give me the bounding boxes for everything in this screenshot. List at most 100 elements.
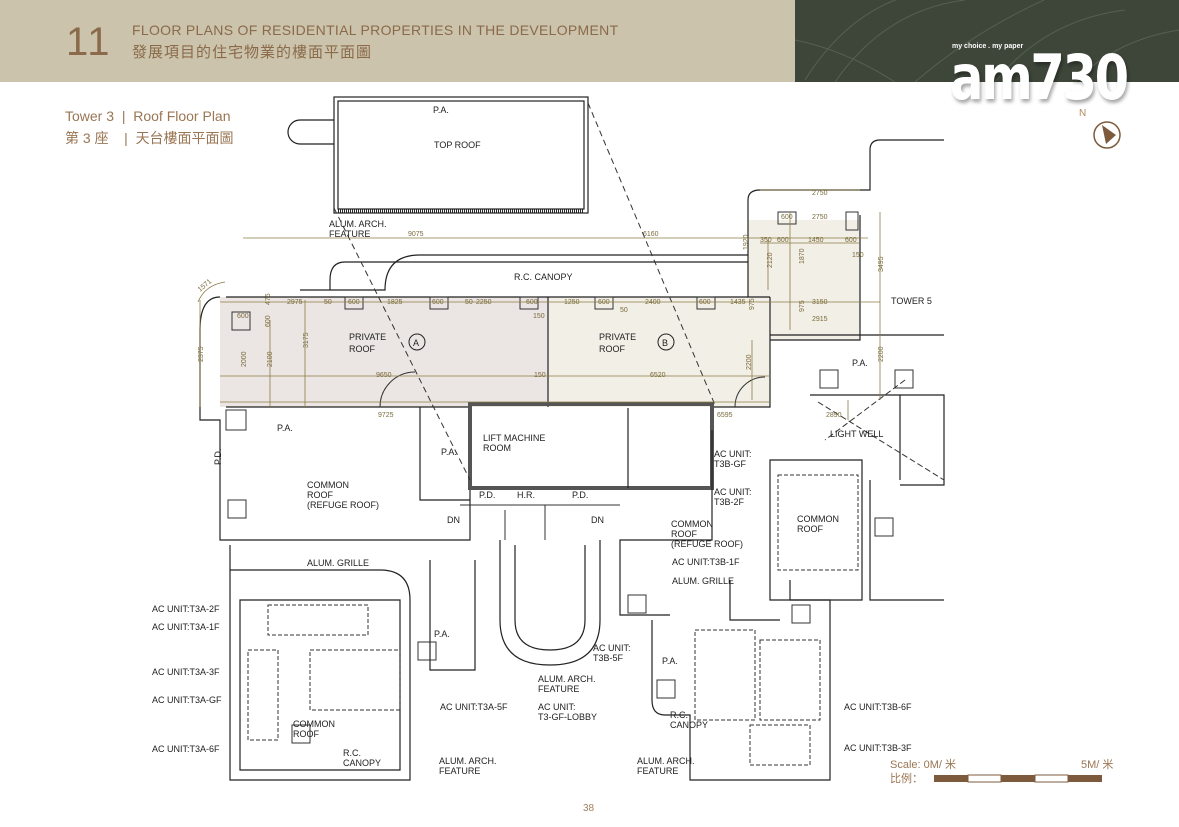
dim: 2200 <box>878 346 885 362</box>
label: ROOF <box>797 524 824 534</box>
label: (REFUGE ROOF) <box>671 539 743 549</box>
label: AC UNIT: <box>714 449 752 459</box>
section-number: 11 <box>66 20 112 64</box>
label: ROOF <box>307 490 334 500</box>
label: AC UNIT: <box>538 702 576 712</box>
dim: 2120 <box>767 252 774 268</box>
plan-labels: P.A. TOP ROOF ALUM. ARCH. FEATURE R.C. C… <box>152 105 932 776</box>
label: H.R. <box>517 490 535 500</box>
dim: 600 <box>348 299 360 306</box>
header-band <box>0 0 795 82</box>
am730-logo: am730 <box>950 41 1129 114</box>
label: P.A. <box>277 423 293 433</box>
label: T3B-5F <box>593 653 624 663</box>
label: P.A. <box>433 105 449 115</box>
label: AC UNIT:T3B-6F <box>844 702 912 712</box>
scale-segment <box>1068 775 1102 782</box>
dim: 6520 <box>650 372 666 379</box>
north-label: N <box>1079 108 1087 119</box>
label: P.A. <box>441 447 457 457</box>
dim: 50 <box>620 307 628 314</box>
label: ROOM <box>483 443 511 453</box>
dim: 3495 <box>878 256 885 272</box>
dim: 2750 <box>812 214 828 221</box>
dim: 6160 <box>643 231 659 238</box>
label: ALUM. ARCH. <box>329 219 387 229</box>
subtitle-en: Tower 3 | Roof Floor Plan <box>65 108 231 124</box>
logo-tagline: my choice . my paper <box>952 43 1024 50</box>
dim: 2200 <box>746 354 753 370</box>
dim: 1920 <box>743 234 750 250</box>
label: T3B-GF <box>714 459 747 469</box>
dim: 2375 <box>198 346 205 362</box>
label: COMMON <box>671 519 713 529</box>
dim: 6595 <box>717 412 733 419</box>
dim: 2250 <box>476 299 492 306</box>
dim: 600 <box>845 237 857 244</box>
label: ALUM. ARCH. <box>637 756 695 766</box>
label: (REFUGE ROOF) <box>307 500 379 510</box>
label: COMMON <box>797 514 839 524</box>
scale-end-label: 5M/ 米 <box>1081 759 1114 771</box>
dim: 975 <box>749 298 756 310</box>
label: AC UNIT:T3A-3F <box>152 667 220 677</box>
label: COMMON <box>293 719 335 729</box>
label: AC UNIT: <box>593 643 631 653</box>
dim: 150 <box>533 313 545 320</box>
label: P.D. <box>213 449 223 465</box>
dim: 9075 <box>408 231 424 238</box>
label: LIGHT WELL <box>830 429 883 439</box>
unit-a-marker: A <box>413 338 419 348</box>
label: R.C. CANOPY <box>514 272 573 282</box>
label: ALUM. ARCH. <box>538 674 596 684</box>
dim: 50 <box>324 299 332 306</box>
label: FEATURE <box>637 766 678 776</box>
label: ALUM. ARCH. <box>439 756 497 766</box>
dim: 475 <box>265 293 272 305</box>
label: TOWER 5 <box>891 296 932 306</box>
label: P.A. <box>662 656 678 666</box>
label: CANOPY <box>670 720 708 730</box>
dim: 9725 <box>378 412 394 419</box>
label: CANOPY <box>343 758 381 768</box>
label: COMMON <box>307 480 349 490</box>
dim: 1435 <box>730 299 746 306</box>
label: T3B-2F <box>714 497 745 507</box>
dim: 350 <box>760 237 772 244</box>
scale-label: Scale: 0M/ 米 <box>890 759 957 771</box>
plan-zh: 天台樓面平面圖 <box>135 130 234 146</box>
leaf-pattern <box>795 0 1179 82</box>
label: P.D. <box>479 490 495 500</box>
dim: 1250 <box>564 299 580 306</box>
dim: 600 <box>598 299 610 306</box>
dim: 600 <box>526 299 538 306</box>
dim: 150 <box>852 252 864 259</box>
section-title-zh: 發展項目的住宅物業的樓面平面圖 <box>132 44 373 61</box>
label: DN <box>591 515 604 525</box>
page-number: 38 <box>583 803 595 814</box>
tower-en: Tower 3 <box>65 108 115 124</box>
dim: 2890 <box>826 412 842 419</box>
sep: | <box>121 108 126 124</box>
subtitle-zh: 第 3 座 | 天台樓面平面圖 <box>65 128 234 148</box>
label: P.D. <box>572 490 588 500</box>
plan-en: Roof Floor Plan <box>133 108 231 124</box>
label: T3-GF-LOBBY <box>538 712 597 722</box>
dim: 50 <box>465 299 473 306</box>
dim: 9650 <box>376 372 392 379</box>
scale-bar <box>934 774 1102 783</box>
dim: 2100 <box>267 351 274 367</box>
dim: 2750 <box>812 190 828 197</box>
dim: 600 <box>265 315 272 327</box>
dim: 3150 <box>812 299 828 306</box>
dim: 1450 <box>808 237 824 244</box>
section-title-en: FLOOR PLANS OF RESIDENTIAL PROPERTIES IN… <box>132 22 619 38</box>
dim: 600 <box>699 299 711 306</box>
dim: 2000 <box>241 351 248 367</box>
tower-zh: 第 3 座 <box>65 130 109 146</box>
label: LIFT MACHINE <box>483 433 545 443</box>
dim: 600 <box>781 214 793 221</box>
dim: 600 <box>432 299 444 306</box>
label: TOP ROOF <box>434 140 481 150</box>
